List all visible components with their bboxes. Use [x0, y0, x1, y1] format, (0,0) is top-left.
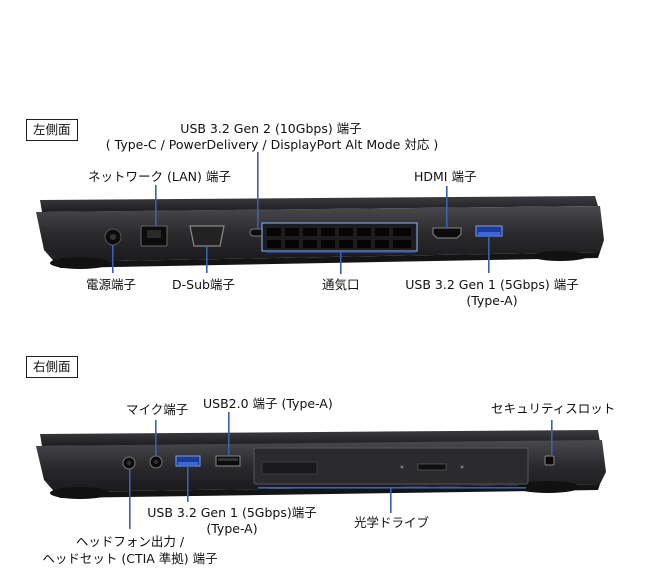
- left-side-title: 左側面: [26, 119, 78, 141]
- usb20-label: USB2.0 端子 (Type-A): [203, 396, 333, 411]
- vent-label: 通気口: [322, 277, 360, 292]
- headphone-label-line2: ヘッドセット (CTIA 準拠) 端子: [42, 551, 218, 566]
- right-side-laptop: [36, 430, 606, 499]
- dsub-label: D-Sub端子: [172, 277, 235, 292]
- hdmi-label: HDMI 端子: [414, 169, 477, 184]
- right-callout-lines: [129, 412, 553, 529]
- optical-drive: [253, 447, 529, 485]
- usb32gen1-left-line1: USB 3.2 Gen 1 (5Gbps) 端子: [405, 277, 579, 292]
- optical-label: 光学ドライブ: [354, 515, 430, 530]
- usb32gen1-right-line1: USB 3.2 Gen 1 (5Gbps)端子: [147, 505, 317, 520]
- security-label: セキュリティスロット: [491, 401, 616, 416]
- mic-label: マイク端子: [126, 402, 189, 417]
- left-side-laptop: [36, 196, 604, 269]
- dsub-port: [189, 225, 225, 247]
- usb32gen1-right-line2: (Type-A): [206, 521, 258, 536]
- right-side-title: 右側面: [26, 356, 78, 378]
- security-slot: [544, 455, 555, 466]
- power-label: 電源端子: [86, 277, 137, 292]
- left-callout-lines: [112, 152, 490, 274]
- usb32gen2-label-line1: USB 3.2 Gen 2 (10Gbps) 端子: [180, 121, 362, 136]
- usb32gen1-left-line2: (Type-A): [466, 293, 518, 308]
- headphone-label-line1: ヘッドフォン出力 /: [75, 534, 185, 549]
- usb32gen2-label-line2: ( Type-C / PowerDelivery / DisplayPort A…: [105, 137, 439, 152]
- lan-label: ネットワーク (LAN) 端子: [88, 169, 231, 184]
- hdmi-port: [432, 227, 462, 239]
